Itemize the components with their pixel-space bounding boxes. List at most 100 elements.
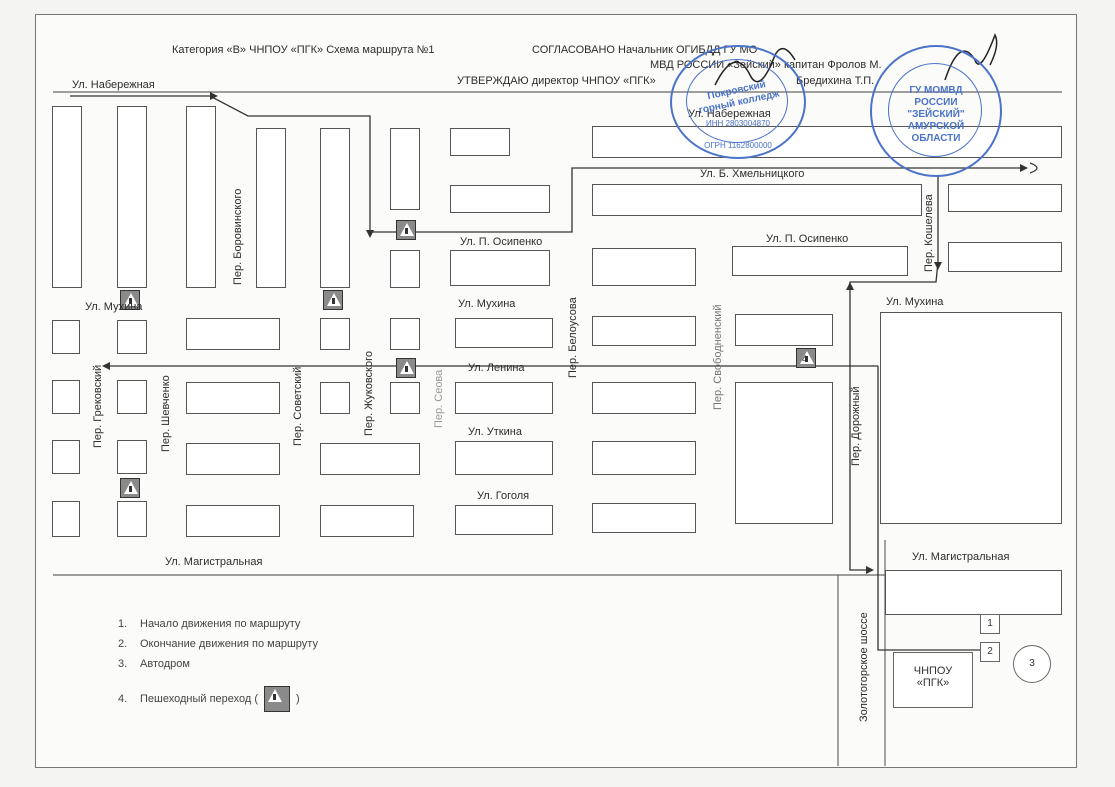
pedestrian-crossing-icon — [120, 478, 140, 498]
city-block — [455, 505, 553, 535]
street-utkina: Ул. Уткина — [468, 426, 522, 438]
lane-dorozhny: Пер. Дорожный — [850, 386, 862, 466]
city-block — [117, 106, 147, 288]
lane-borovinskogo: Пер. Боровинского — [232, 188, 244, 285]
lane-shevchenko: Пер. Шевченко — [160, 375, 172, 452]
marker-autodrome: 3 — [1013, 645, 1051, 683]
city-block — [455, 318, 553, 348]
city-block — [885, 570, 1062, 615]
police-stamp: ГУ МОМВД РОССИИ "ЗЕЙСКИЙ" АМУРСКОЙ ОБЛАС… — [870, 45, 1002, 177]
marker-start: 1 — [980, 614, 1000, 634]
lane-grekovsky: Пер. Грековский — [92, 364, 104, 448]
college-name-line2: «ПГК» — [916, 677, 950, 689]
city-block — [117, 440, 147, 474]
pedestrian-crossing-icon — [396, 220, 416, 240]
pedestrian-crossing-icon — [264, 686, 291, 713]
city-block — [592, 248, 696, 286]
pedestrian-crossing-icon — [396, 358, 416, 378]
city-block — [186, 318, 280, 350]
street-osipenko-2: Ул. П. Осипенко — [766, 233, 849, 245]
city-block — [256, 128, 286, 288]
lane-belousova: Пер. Белоусова — [567, 297, 579, 378]
city-block — [450, 185, 550, 213]
city-block — [948, 242, 1062, 272]
city-block — [450, 250, 550, 286]
city-block — [320, 443, 420, 475]
route-path — [70, 95, 1020, 651]
city-block-large — [880, 312, 1062, 524]
street-mukhina-mid: Ул. Мухина — [458, 298, 516, 310]
city-block — [735, 382, 833, 524]
crossing-number-label: 4 — [802, 354, 808, 364]
legend-item: 1.Начало движения по маршруту — [118, 618, 301, 630]
stamp-police-line2: РОССИИ — [914, 97, 958, 108]
city-block — [320, 128, 350, 288]
marker-end: 2 — [980, 642, 1000, 662]
city-block — [592, 503, 696, 533]
road-zolotogorskoe: Золотогорское шоссе — [858, 612, 870, 722]
pedestrian-crossing-icon — [323, 290, 343, 310]
pedestrian-crossing-icon — [796, 348, 816, 368]
city-block — [117, 380, 147, 414]
city-block — [390, 128, 420, 210]
city-block — [450, 128, 510, 156]
street-khmelnitskogo: Ул. Б. Хмельницкого — [700, 168, 805, 180]
city-block — [390, 318, 420, 350]
city-block — [390, 382, 420, 414]
city-block — [455, 441, 553, 475]
city-block — [52, 501, 80, 537]
city-block — [117, 320, 147, 354]
legend-item: 4.Пешеходный переход () — [118, 684, 318, 714]
lane-kosheleva: Пер. Кошелева — [923, 194, 935, 272]
city-block — [455, 382, 553, 414]
stamp-inn: ИНН 2803004870 — [705, 119, 771, 128]
city-block — [186, 382, 280, 414]
stamp-inner-ring — [888, 63, 982, 157]
city-block — [735, 314, 833, 346]
street-mukhina-right: Ул. Мухина — [886, 296, 944, 308]
lane-svobodnensky: Пер. Свободненский — [712, 304, 724, 411]
city-block — [592, 184, 922, 216]
stamp-police-line1: ГУ МОМВД — [909, 85, 963, 96]
city-block — [52, 380, 80, 414]
lane-seova: Пер. Сеова — [433, 369, 445, 428]
college-name-line1: ЧНПОУ — [913, 665, 953, 677]
legend: 1.Начало движения по маршруту 2.Окончани… — [118, 618, 318, 714]
header-category-title: Категория «В» ЧНПОУ «ПГК» Схема маршрута… — [172, 44, 435, 56]
city-block — [320, 382, 350, 414]
city-block — [52, 320, 80, 354]
header-director-name: Бредихина Т.П. — [796, 75, 875, 87]
city-block — [117, 501, 147, 537]
city-block — [592, 441, 696, 475]
college-stamp: Покровский горный колледж ИНН 2803004870… — [670, 45, 806, 159]
stamp-inner-ring — [686, 59, 788, 143]
legend-item: 3.Автодром — [118, 658, 190, 670]
city-block — [186, 505, 280, 537]
city-block — [52, 106, 82, 288]
city-block — [948, 184, 1062, 212]
city-block — [320, 318, 350, 350]
pedestrian-crossing-icon — [120, 290, 140, 310]
lane-zhukovskogo: Пер. Жуковского — [363, 350, 375, 436]
street-magistralnaya-right: Ул. Магистральная — [912, 551, 1010, 563]
route-arrows — [102, 92, 1028, 574]
city-block — [320, 505, 414, 537]
stamp-ogrn: ОГРН 1162800000 — [704, 141, 772, 150]
city-block — [186, 106, 216, 288]
stamp-police-line5: ОБЛАСТИ — [911, 133, 961, 144]
street-lenina: Ул. Ленина — [468, 362, 525, 374]
city-block — [52, 440, 80, 474]
street-magistralnaya-left: Ул. Магистральная — [165, 556, 263, 568]
street-naberezhnaya-left: Ул. Набережная — [72, 79, 155, 91]
lane-sovetsky: Пер. Советский — [292, 366, 304, 446]
header-approve: УТВЕРЖДАЮ директор ЧНПОУ «ПГК» — [457, 75, 656, 87]
city-block — [732, 246, 908, 276]
city-block — [592, 316, 696, 346]
college-building: ЧНПОУ «ПГК» — [893, 652, 973, 708]
stamp-police-line3: "ЗЕЙСКИЙ" — [907, 109, 965, 120]
city-block — [390, 250, 420, 288]
city-block — [592, 382, 696, 414]
u-turn-mark — [1029, 162, 1038, 174]
street-osipenko-1: Ул. П. Осипенко — [460, 236, 543, 248]
